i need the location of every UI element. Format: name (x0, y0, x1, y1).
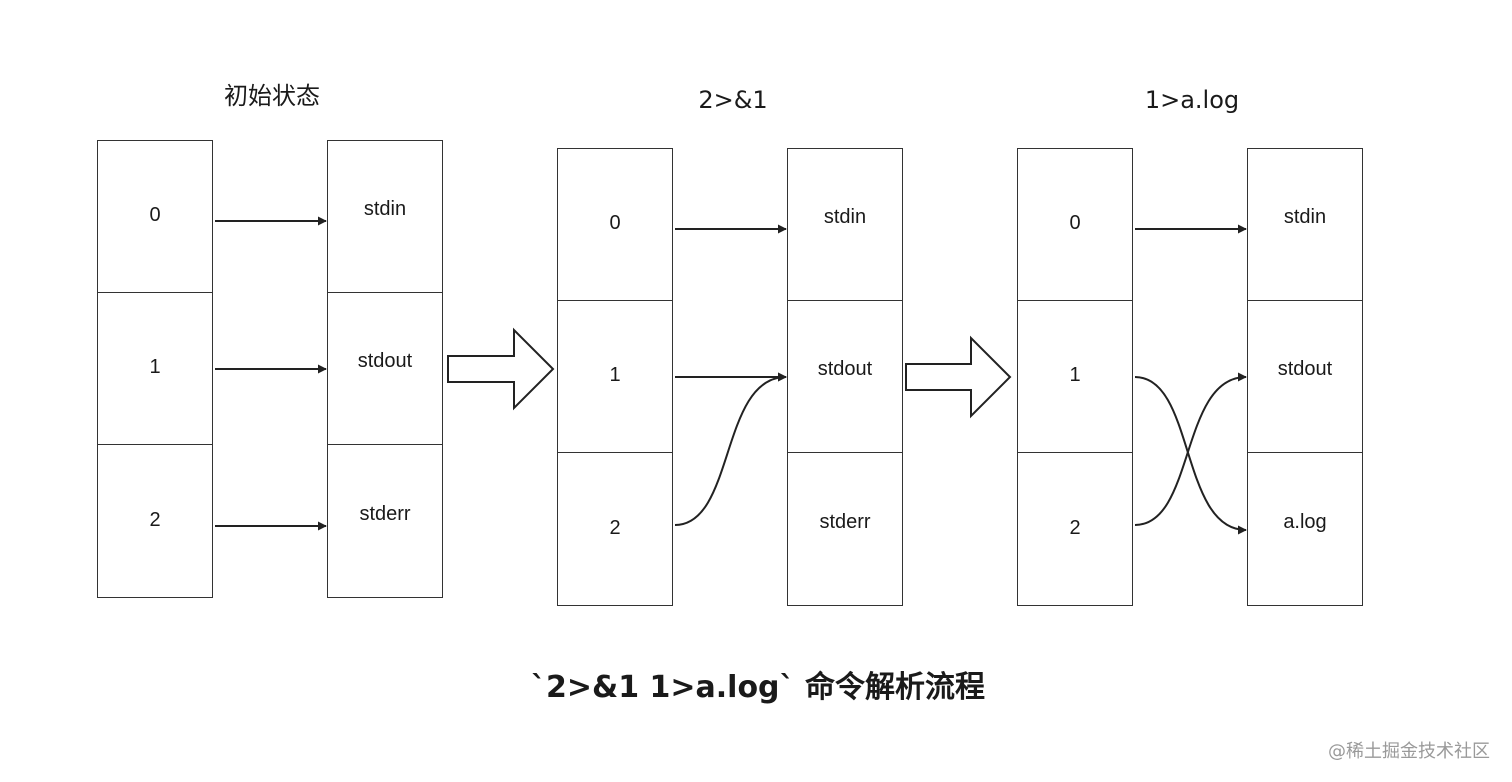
stage-2-fd-column: 0 1 2 (557, 148, 673, 606)
stage-2-target-column: stdin stdout stderr (787, 148, 903, 606)
diagram-caption: `2>&1 1>a.log` 命令解析流程 (531, 670, 985, 705)
stage-1-title: 初始状态 (224, 82, 320, 110)
arrow-2-to-stdout (674, 372, 787, 526)
watermark: @稀土掘金技术社区 (1328, 741, 1490, 762)
stage-3-target-column: stdin stdout a.log (1247, 148, 1363, 606)
fd-cell: 1 (558, 301, 672, 453)
fd-cell: 2 (1069, 516, 1081, 539)
stage-2-arrows (674, 224, 787, 526)
transition-arrow-icon (905, 335, 1012, 419)
fd-cell: 2 (609, 516, 621, 539)
fd-cell: 0 (98, 141, 212, 293)
stage-3-arrows (1134, 224, 1247, 535)
target-cell: stderr (359, 502, 411, 525)
stage-1-fd-column: 0 1 2 (97, 140, 213, 598)
target-cell: a.log (1283, 510, 1327, 533)
stage-3-title: 1>a.log (1144, 86, 1240, 114)
arrow-2-to-stdout (1134, 372, 1247, 526)
fd-cell: 1 (1018, 301, 1132, 453)
target-cell: stdout (1248, 301, 1362, 453)
target-cell: stdout (328, 293, 442, 445)
target-cell: stdin (788, 149, 902, 301)
transition-arrow-icon (447, 327, 555, 411)
target-cell: stderr (819, 510, 871, 533)
stage-1-target-column: stdin stdout stderr (327, 140, 443, 598)
stage-1-arrows (215, 216, 327, 531)
fd-cell: 0 (558, 149, 672, 301)
arrow-1-to-alog (1134, 376, 1247, 535)
target-cell: stdin (328, 141, 442, 293)
stage-2-title: 2>&1 (698, 86, 768, 114)
target-cell: stdin (1248, 149, 1362, 301)
stage-3-fd-column: 0 1 2 (1017, 148, 1133, 606)
fd-cell: 1 (98, 293, 212, 445)
fd-cell: 2 (149, 508, 161, 531)
target-cell: stdout (788, 301, 902, 453)
fd-cell: 0 (1018, 149, 1132, 301)
